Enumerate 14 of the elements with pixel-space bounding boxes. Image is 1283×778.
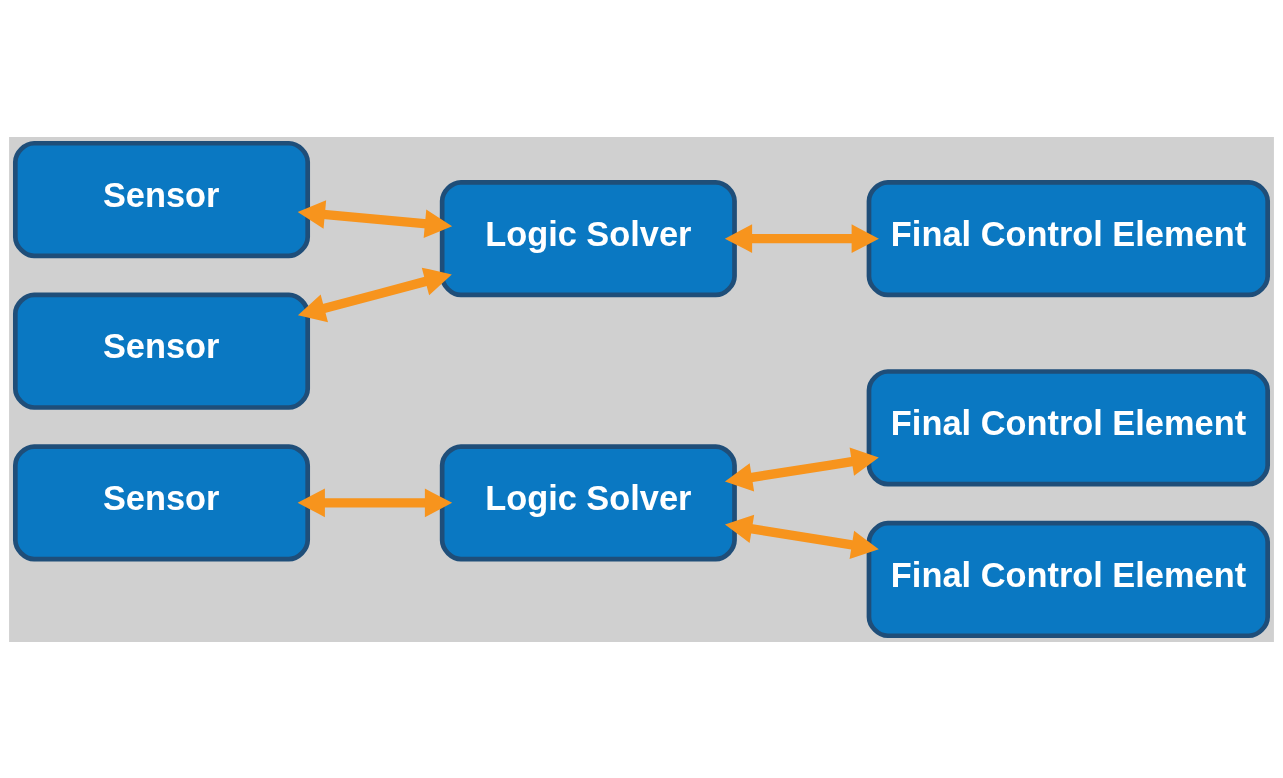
node-box: Logic Solver [439, 443, 737, 561]
arrow [297, 267, 452, 322]
node-box: Final Control Element [866, 368, 1270, 486]
arrow [724, 447, 879, 491]
node-box: Sensor [13, 140, 311, 258]
node-box: Sensor [13, 292, 311, 410]
arrow [297, 199, 453, 238]
node-box: Logic Solver [439, 179, 737, 297]
node-box: Final Control Element [866, 520, 1270, 638]
node-box: Final Control Element [866, 179, 1270, 297]
arrow [724, 514, 879, 559]
node-box: Sensor [13, 443, 311, 561]
arrow [724, 223, 879, 253]
arrow [297, 488, 453, 517]
